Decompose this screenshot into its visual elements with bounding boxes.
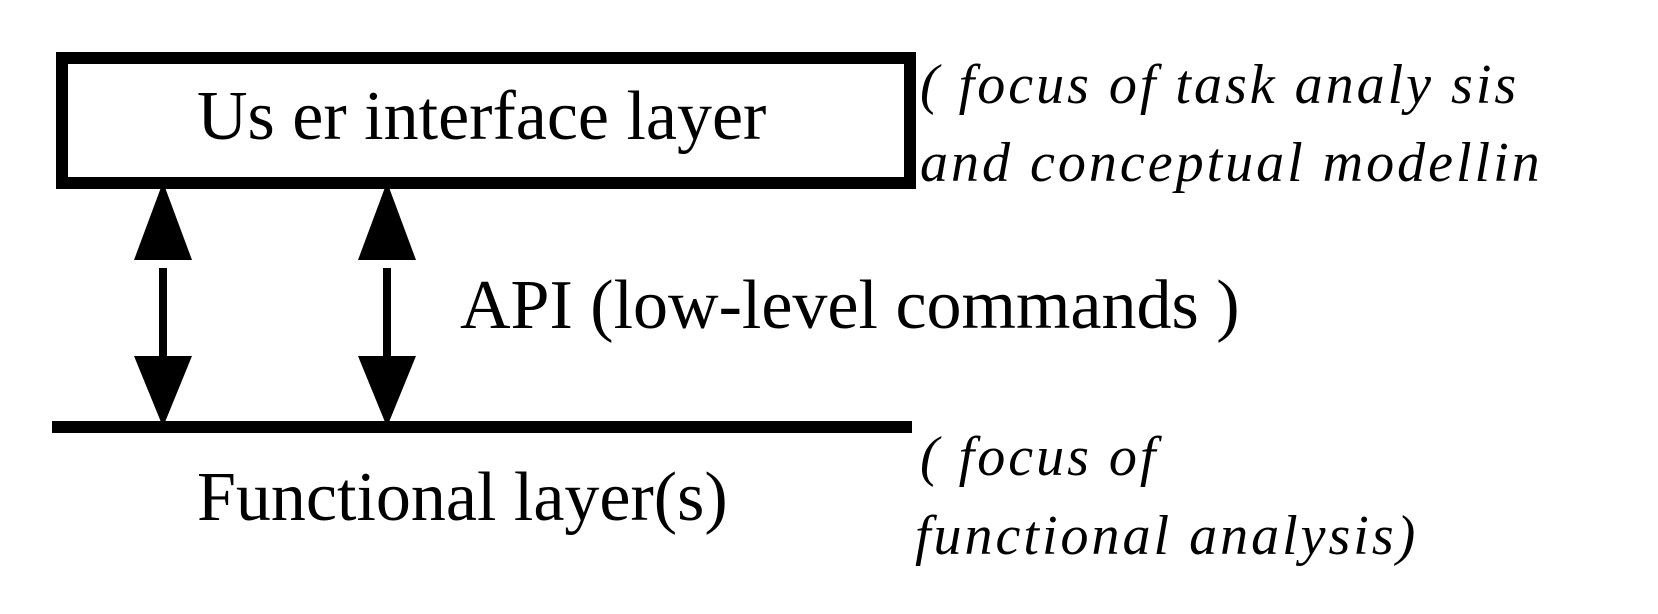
right-double-arrow	[358, 182, 416, 427]
functional-layer-note-line-2: functional analysis)	[915, 505, 1419, 567]
left-arrow-shaft	[159, 268, 167, 358]
right-arrow-up-head	[358, 182, 416, 260]
user-interface-layer-label: Us er interface layer	[197, 78, 767, 155]
user-interface-layer-box	[56, 52, 916, 189]
right-arrow-down-head	[358, 356, 416, 427]
functional-layer-bar	[52, 421, 912, 433]
left-arrow-down-head	[134, 356, 192, 427]
right-arrow-shaft	[383, 268, 391, 358]
functional-layer-note-line-1: ( focus of	[920, 426, 1159, 488]
functional-layer-label: Functional layer(s)	[197, 459, 728, 536]
ui-layer-note-line-2: and conceptual modellin	[920, 132, 1543, 194]
left-double-arrow	[134, 182, 192, 427]
ui-layer-note-line-1: ( focus of task analy sis	[920, 54, 1520, 116]
left-arrow-up-head	[134, 182, 192, 260]
api-label: API (low-level commands )	[460, 267, 1240, 344]
